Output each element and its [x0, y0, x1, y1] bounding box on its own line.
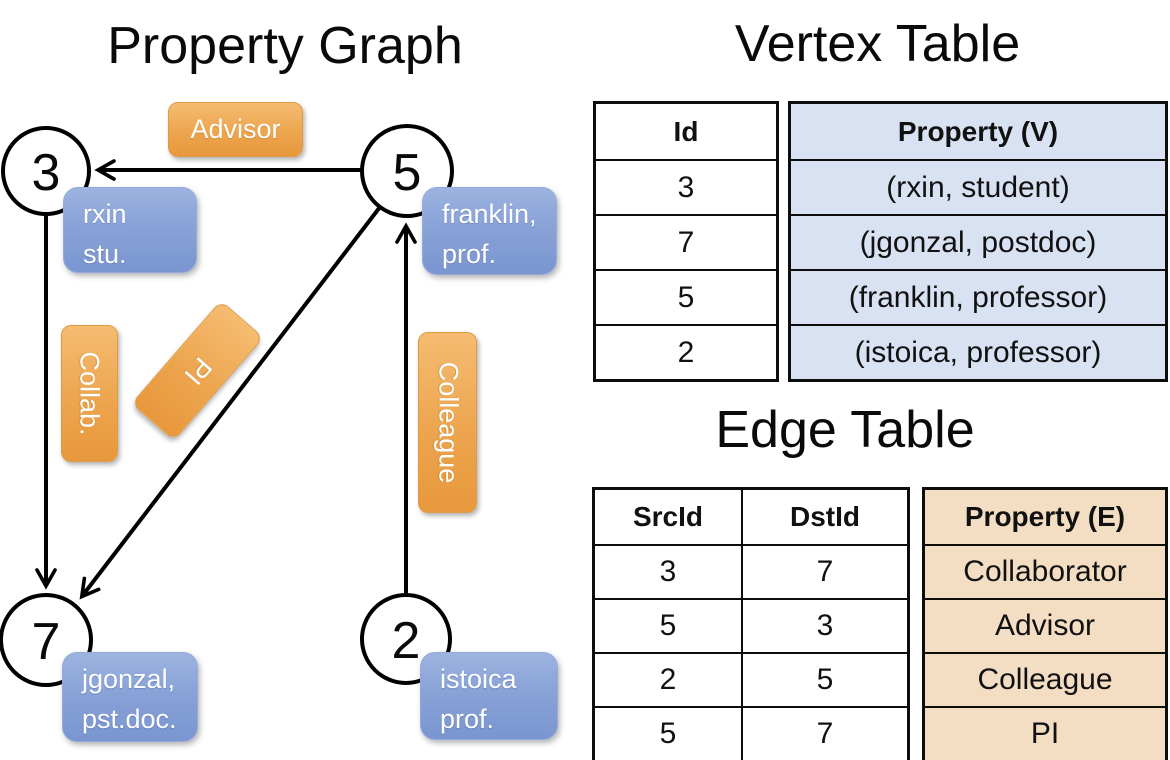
vertex-node-5-id: 5 — [393, 144, 422, 202]
vertex-property-box-5: franklin, prof. — [422, 187, 557, 275]
edge-label-collab: Collab. — [61, 325, 118, 462]
edge-property-cell: Collaborator — [963, 555, 1127, 588]
vertex-property-line: prof. — [440, 704, 495, 734]
edge-table-src-dst-columns: SrcId DstId 3 7 5 3 2 5 5 7 — [592, 487, 910, 760]
vertex-property-line: rxin — [83, 199, 127, 229]
vertex-property-line: prof. — [442, 239, 497, 269]
edge-label-collab-text: Collab. — [75, 351, 106, 436]
edge-table-title: Edge Table — [715, 401, 975, 459]
vertex-id-cell: 3 — [677, 170, 695, 204]
vertex-id-cell: 5 — [677, 280, 695, 314]
vertex-node-3-id: 3 — [32, 144, 61, 202]
edge-label-colleague: Colleague — [418, 332, 477, 513]
vertex-table: Id 3 7 5 2 Property (V) (rxin, student) … — [593, 101, 1168, 382]
edge-pi-arrow — [79, 205, 382, 600]
vertex-property-line: stu. — [83, 239, 127, 269]
edge-table-property-column: Property (E) Collaborator Advisor Collea… — [922, 487, 1168, 760]
vertex-property-line: istoica — [440, 664, 517, 694]
edge-dst-cell: 7 — [816, 717, 834, 750]
vertex-property-box-7: jgonzal, pst.doc. — [62, 652, 198, 742]
edge-property-cell: Colleague — [977, 663, 1113, 696]
edge-table: SrcId DstId 3 7 5 3 2 5 5 7 Property (E)… — [592, 487, 1168, 760]
vertex-node-7-id: 7 — [32, 613, 61, 671]
vertex-table-title: Vertex Table — [734, 15, 1021, 73]
edge-label-advisor-text: Advisor — [190, 114, 281, 144]
vertex-table-property-header: Property (V) — [897, 115, 1059, 147]
vertex-id-cell: 7 — [677, 225, 695, 259]
edge-src-cell: 3 — [595, 546, 743, 598]
vertex-property-cell: (jgonzal, postdoc) — [859, 225, 1097, 259]
vertex-node-2-id: 2 — [392, 612, 421, 670]
vertex-property-cell: (franklin, professor) — [848, 280, 1108, 314]
edge-label-advisor: Advisor — [168, 102, 303, 157]
vertex-property-box-2: istoica prof. — [420, 652, 558, 740]
edge-table-srcid-header: SrcId — [595, 490, 743, 544]
edge-dst-cell: 7 — [816, 555, 834, 588]
vertex-property-cell: (rxin, student) — [886, 170, 1070, 204]
edge-table-dstid-header: DstId — [790, 501, 860, 532]
vertex-property-line: franklin, — [442, 199, 537, 229]
edge-dst-cell: 3 — [816, 609, 834, 642]
edge-label-colleague-text: Colleague — [433, 361, 463, 484]
edge-src-cell: 5 — [595, 708, 743, 760]
vertex-property-cell: (istoica, professor) — [854, 335, 1102, 369]
edge-src-cell: 2 — [595, 654, 743, 706]
vertex-property-line: pst.doc. — [82, 704, 177, 734]
vertex-table-id-column: Id 3 7 5 2 — [593, 101, 779, 382]
property-graph-title: Property Graph — [107, 17, 463, 75]
vertex-id-cell: 2 — [677, 335, 695, 369]
edge-property-cell: Advisor — [994, 609, 1096, 642]
vertex-table-property-column: Property (V) (rxin, student) (jgonzal, p… — [788, 101, 1168, 382]
edge-table-property-header: Property (E) — [964, 501, 1126, 532]
vertex-property-line: jgonzal, — [82, 664, 176, 694]
edge-dst-cell: 5 — [816, 663, 834, 696]
edge-property-cell: PI — [1030, 717, 1060, 750]
edge-label-pi-text: PI — [178, 351, 218, 391]
vertex-property-box-3: rxin stu. — [63, 187, 197, 273]
vertex-table-id-header: Id — [673, 115, 699, 147]
edge-src-cell: 5 — [595, 600, 743, 652]
